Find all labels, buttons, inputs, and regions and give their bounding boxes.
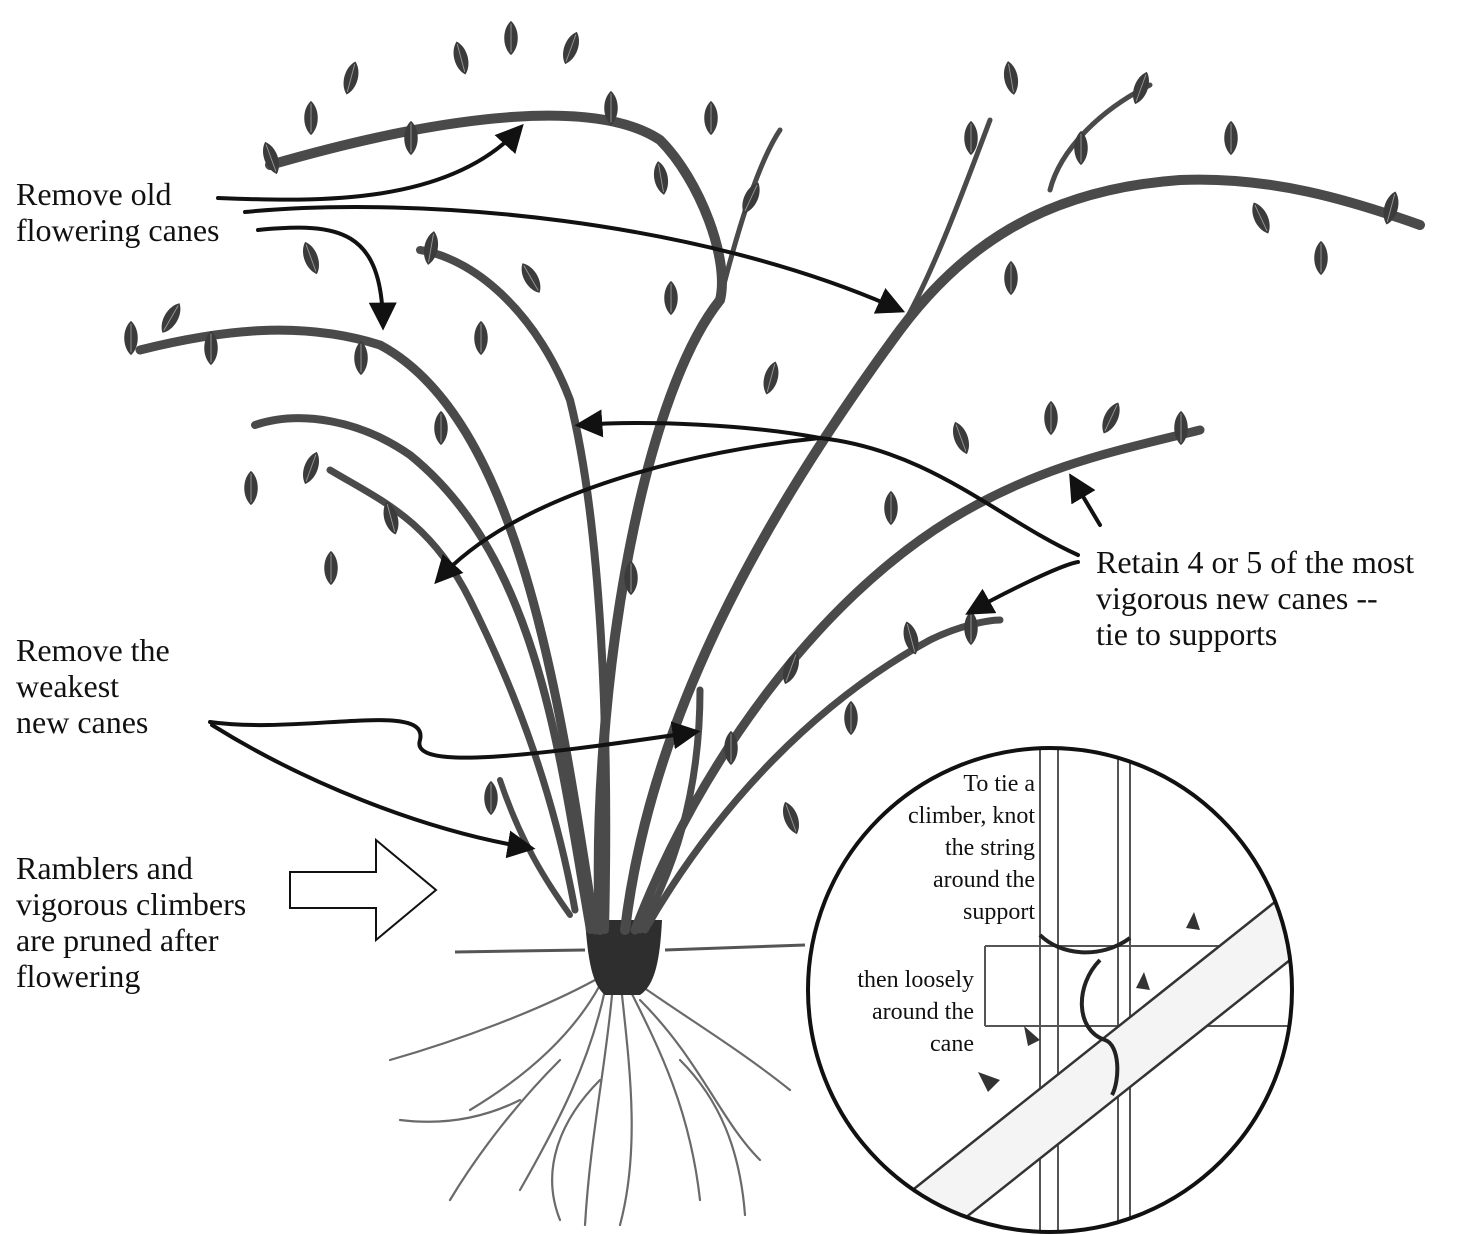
canes [140, 85, 1420, 930]
label-line: Ramblers and [16, 852, 246, 888]
label-tie-step-around-cane: then loosely around the cane [857, 968, 974, 1064]
label-line: tie to supports [1096, 618, 1414, 654]
label-line: new canes [16, 706, 170, 742]
label-line: Remove the [16, 634, 170, 670]
label-line: are pruned after [16, 924, 246, 960]
label-tie-step-knot-support: To tie a climber, knot the string around… [908, 772, 1035, 932]
label-line: To tie a [908, 772, 1035, 804]
label-line: around the [857, 1000, 974, 1032]
roots [390, 980, 790, 1225]
label-line: then loosely [857, 968, 974, 1000]
arrow-old-cane-right [245, 207, 900, 310]
label-line: Retain 4 or 5 of the most [1096, 546, 1414, 582]
label-line: vigorous climbers [16, 888, 246, 924]
label-line: the string [908, 836, 1035, 868]
label-remove-old-canes: Remove old flowering canes [16, 178, 219, 250]
label-line: flowering canes [16, 214, 219, 250]
label-line: cane [857, 1032, 974, 1064]
label-retain-new-canes: Retain 4 or 5 of the most vigorous new c… [1096, 546, 1414, 654]
label-line: weakest [16, 670, 170, 706]
arrow-weak-1 [210, 720, 695, 758]
label-line: support [908, 900, 1035, 932]
label-line: around the [908, 868, 1035, 900]
arrow-retain-3 [970, 562, 1078, 612]
label-ramblers-pruned-after-flowering: Ramblers and vigorous climbers are prune… [16, 852, 246, 996]
hollow-right-arrow [290, 840, 436, 940]
label-line: flowering [16, 960, 246, 996]
label-line: Remove old [16, 178, 219, 214]
arrow-weak-2 [212, 725, 530, 848]
label-line: vigorous new canes -- [1096, 582, 1414, 618]
arrow-retain-4 [1072, 478, 1100, 525]
label-remove-weakest-canes: Remove the weakest new canes [16, 634, 170, 742]
label-line: climber, knot [908, 804, 1035, 836]
leader-arrows [210, 128, 1100, 848]
arrow-old-cane-left [258, 228, 383, 325]
